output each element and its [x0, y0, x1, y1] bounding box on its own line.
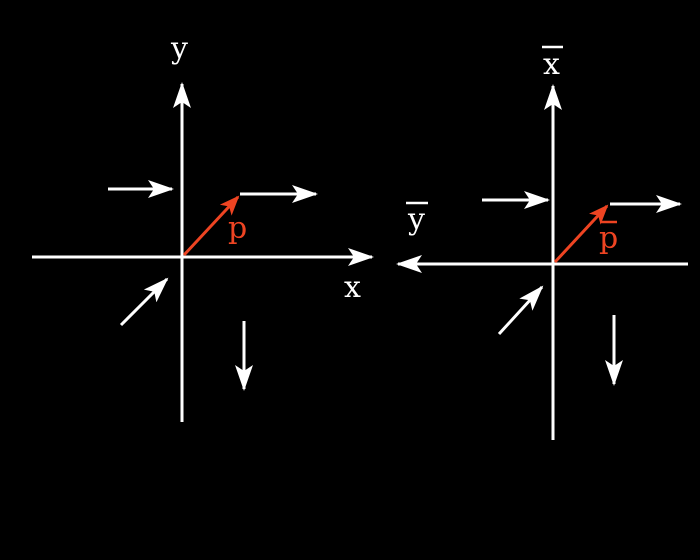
right-diagram: x y p — [396, 45, 688, 440]
left-vector-p — [182, 195, 240, 257]
left-x-axis-label: x — [344, 270, 361, 305]
right-vector-p-bar-label: p — [599, 221, 618, 256]
right-arrow-diagonal-lower — [497, 285, 544, 336]
right-horizontal-axis-label: y — [407, 202, 425, 237]
left-y-axis-label: y — [170, 31, 188, 66]
left-diagram: y x p — [32, 31, 374, 422]
left-arrow-diagonal-lower — [119, 277, 169, 327]
right-vector-p-bar — [553, 204, 609, 264]
left-vector-p-label: p — [228, 211, 247, 246]
right-vertical-axis-label: x — [543, 47, 560, 82]
